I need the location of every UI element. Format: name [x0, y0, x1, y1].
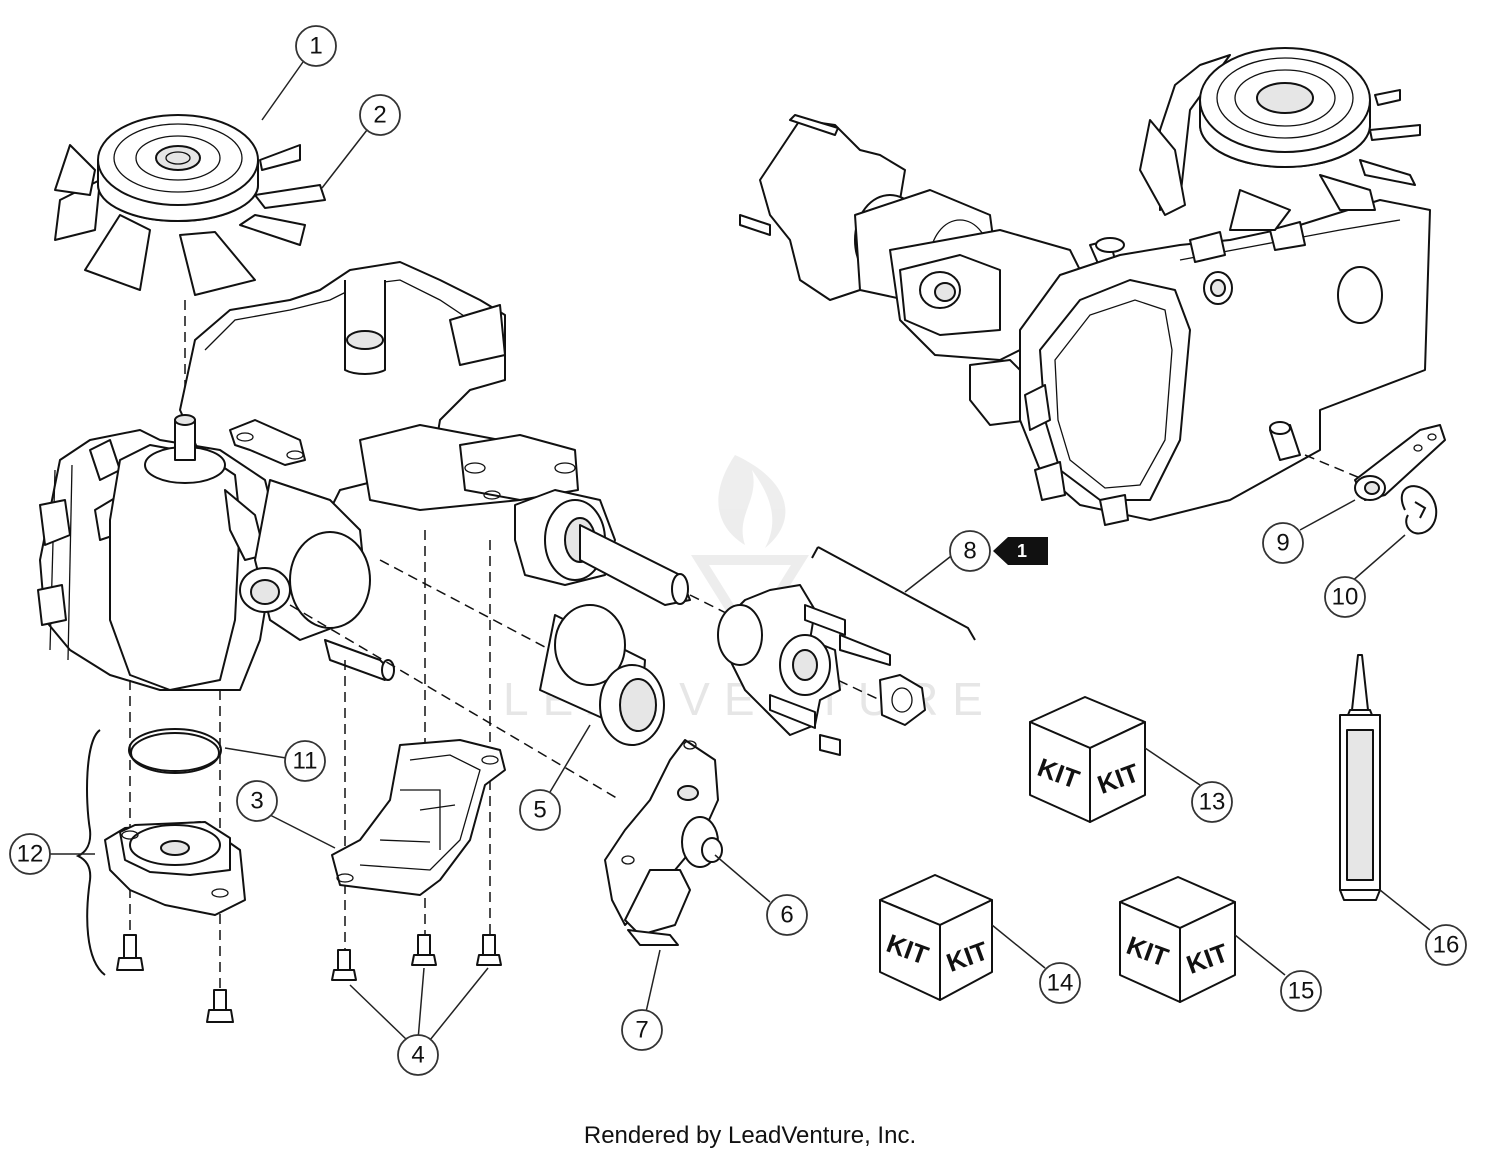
callout-5: 5: [519, 789, 561, 831]
callout-3: 3: [236, 780, 278, 822]
control-arm: [1304, 424, 1446, 501]
callout-number: 13: [1199, 789, 1226, 816]
filter-housing: [104, 821, 246, 916]
callout-number: 3: [250, 788, 263, 815]
callout-11: 11: [284, 740, 326, 782]
leader-lines: [48, 61, 1431, 1041]
callout-number: 9: [1276, 530, 1289, 557]
callout-number: 2: [373, 102, 386, 129]
reference-badge-label: 1: [1017, 541, 1027, 561]
render-credit: Rendered by LeadVenture, Inc.: [583, 1122, 917, 1149]
wheel-hub: [717, 584, 926, 756]
reference-badge: 1: [993, 537, 1048, 565]
callout-number: 11: [293, 748, 318, 775]
bypass-arm: [604, 739, 723, 946]
callout-1: 1: [295, 25, 337, 67]
cylinder-sleeve: [539, 604, 665, 746]
transaxle-housing: [37, 261, 691, 691]
callout-9: 9: [1262, 522, 1304, 564]
callout-number: 7: [635, 1017, 648, 1044]
callout-number: 16: [1433, 932, 1460, 959]
assembled-transaxle: [739, 47, 1431, 526]
kit-box-14: KIT KIT: [879, 874, 993, 1001]
callout-10: 10: [1324, 576, 1366, 618]
callout-4: 4: [397, 1034, 439, 1076]
callout-number: 12: [17, 841, 44, 868]
callout-12: 12: [9, 833, 51, 875]
o-ring: [128, 728, 222, 774]
callout-number: 14: [1047, 970, 1074, 997]
callout-15: 15: [1280, 970, 1322, 1012]
callout-number: 4: [411, 1042, 424, 1069]
bolts: [116, 934, 502, 1023]
callout-number: 1: [309, 33, 322, 60]
kit-box-13: KIT KIT: [1029, 696, 1146, 823]
kit-box-15: KIT KIT: [1119, 876, 1236, 1003]
sealant-tube: [1339, 654, 1381, 901]
retaining-clip: [1400, 485, 1438, 535]
callout-number: 5: [533, 797, 546, 824]
callout-13: 13: [1191, 781, 1233, 823]
callout-number: 15: [1288, 978, 1315, 1005]
pulley-fan-assembly: [54, 114, 326, 296]
callout-14: 14: [1039, 962, 1081, 1004]
callout-number: 6: [780, 902, 793, 929]
callout-16: 16: [1425, 924, 1467, 966]
callout-number: 8: [963, 538, 976, 565]
callout-2: 2: [359, 94, 401, 136]
callout-8: 8: [949, 530, 991, 572]
callout-number: 10: [1332, 584, 1359, 611]
guard-bracket: [331, 739, 506, 896]
callout-6: 6: [766, 894, 808, 936]
callout-7: 7: [621, 1009, 663, 1051]
